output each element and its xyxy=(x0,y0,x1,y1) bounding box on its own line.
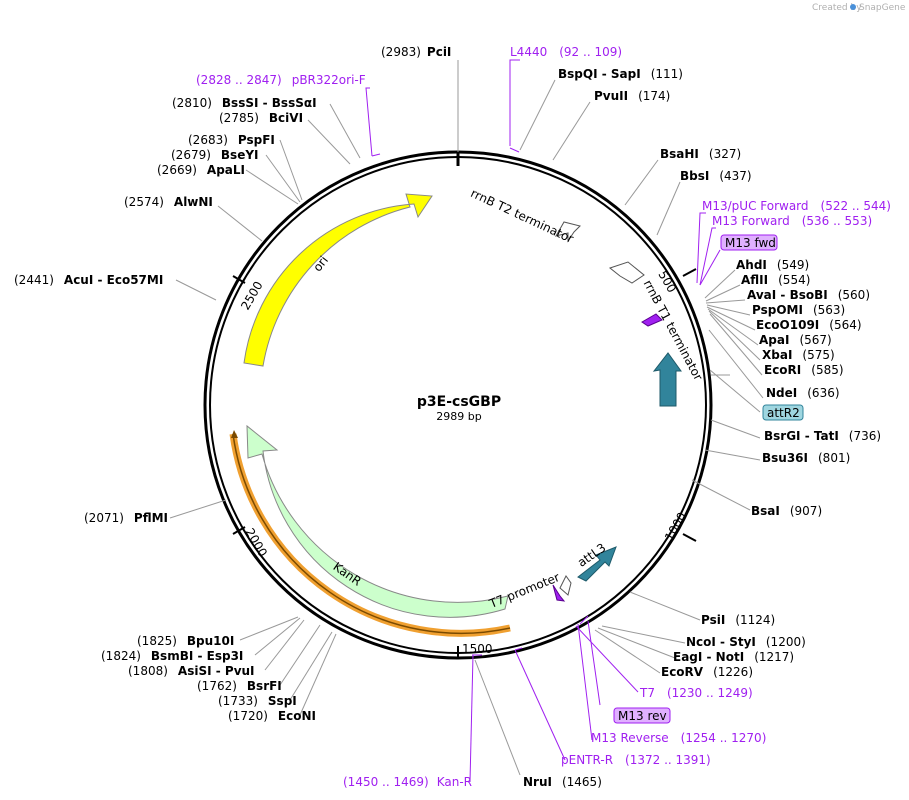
enzyme-econi[interactable]: (1720)EcoNI xyxy=(228,709,316,723)
enzyme-eagi-noti[interactable]: EagI - NotI(1217) xyxy=(673,650,794,664)
feature-rrnb-t1-terminator[interactable] xyxy=(608,261,645,284)
m13-rev-box-label: M13 rev xyxy=(618,709,667,723)
feature-ori[interactable] xyxy=(243,193,433,367)
enzyme-ecorv[interactable]: EcoRV(1226) xyxy=(661,665,753,679)
enzyme-asisi-pvui[interactable]: (1808)AsiSI - PvuI xyxy=(128,664,255,678)
feature-t7-promoter[interactable] xyxy=(559,575,572,596)
watermark-brand: SnapGene xyxy=(859,3,906,13)
plasmid-size: 2989 bp xyxy=(436,410,481,423)
plasmid-name: p3E-csGBP xyxy=(417,394,501,410)
boxed-labels: M13 fwd attR2 M13 rev xyxy=(613,234,804,724)
enzyme-bsu36i[interactable]: Bsu36I(801) xyxy=(762,451,850,465)
snapgene-watermark: Created by SnapGene xyxy=(812,3,906,13)
primer-l4440[interactable]: L4440(92 .. 109) xyxy=(510,45,622,59)
enzyme-bsrgi-tati[interactable]: BsrGI - TatI(736) xyxy=(764,429,881,443)
feature-t7-promoter-label: T7 promoter xyxy=(486,570,561,611)
enzyme-apai[interactable]: ApaI(567) xyxy=(759,333,832,347)
feature-attl3-label: attL3 xyxy=(575,540,609,569)
enzyme-bsrfi[interactable]: (1762)BsrFI xyxy=(197,679,282,693)
enzyme-xbai[interactable]: XbaI(575) xyxy=(762,348,835,362)
enzyme-bsssi[interactable]: (2810)BssSI - BssSαI xyxy=(172,96,317,110)
attr2-box-label: attR2 xyxy=(767,406,800,420)
enzyme-labels: (2983)PciI BspQI - SapI(111) PvuII(174) … xyxy=(14,45,881,789)
ruler-tick-2000 xyxy=(232,526,246,535)
enzyme-bsahi[interactable]: BsaHI(327) xyxy=(660,147,741,161)
enzyme-ndei[interactable]: NdeI(636) xyxy=(766,386,840,400)
snapgene-logo-icon xyxy=(850,4,856,10)
enzyme-ahdi[interactable]: AhdI(549) xyxy=(736,258,809,272)
primer-m13-reverse[interactable]: M13 Reverse(1254 .. 1270) xyxy=(591,731,766,745)
enzyme-bsmbi-esp3i[interactable]: (1824)BsmBI - Esp3I xyxy=(101,649,243,663)
primer-pentr-r[interactable]: pENTR-R(1372 .. 1391) xyxy=(561,753,711,767)
m13-rev-box[interactable]: M13 rev xyxy=(613,707,671,724)
feature-kanr[interactable] xyxy=(246,424,509,618)
enzyme-bsai[interactable]: BsaI(907) xyxy=(751,504,822,518)
primer-pbr322ori-f[interactable]: (2828 .. 2847)pBR322ori-F xyxy=(196,73,366,87)
watermark-created-by: Created by xyxy=(812,3,862,13)
enzyme-pspfi[interactable]: (2683)PspFI xyxy=(188,133,275,147)
feature-attr2[interactable] xyxy=(652,352,682,407)
enzyme-bcivi[interactable]: (2785)BciVI xyxy=(219,111,303,125)
enzyme-psii[interactable]: PsiI(1124) xyxy=(701,613,775,627)
enzyme-apali[interactable]: (2669)ApaLI xyxy=(157,163,245,177)
enzyme-nrui[interactable]: NruI(1465) xyxy=(523,775,602,789)
enzyme-aflii[interactable]: AflII(554) xyxy=(741,273,810,287)
enzyme-pflmi[interactable]: (2071)PflMI xyxy=(84,511,168,525)
enzyme-bpu10i[interactable]: (1825)Bpu10I xyxy=(137,634,234,648)
m13-fwd-box-label: M13 fwd xyxy=(725,236,776,250)
enzyme-bbsi[interactable]: BbsI(437) xyxy=(680,169,752,183)
feature-rrnb-t2-label: rrnB T2 terminator xyxy=(468,186,575,246)
enzyme-ecoo109i[interactable]: EcoO109I(564) xyxy=(756,318,862,332)
enzyme-pcii[interactable]: (2983)PciI xyxy=(381,45,451,59)
enzyme-pvuii[interactable]: PvuII(174) xyxy=(594,89,670,103)
enzyme-avai-bsobi[interactable]: AvaI - BsoBI(560) xyxy=(747,288,870,302)
feature-rrnb-t2-terminator[interactable] xyxy=(554,221,581,243)
enzyme-alwni[interactable]: (2574)AlwNI xyxy=(124,195,213,209)
enzyme-acui-eco57mi[interactable]: (2441)AcuI - Eco57MI xyxy=(14,273,163,287)
primer-m13-fwd-mark xyxy=(641,313,663,327)
enzyme-pspomi[interactable]: PspOMI(563) xyxy=(752,303,845,317)
ruler-tick-2500 xyxy=(232,275,246,284)
enzyme-ncoi-styi[interactable]: NcoI - StyI(1200) xyxy=(686,635,806,649)
enzyme-leaders xyxy=(169,60,764,776)
primer-kan-r-arc xyxy=(232,433,511,635)
enzyme-ecori[interactable]: EcoRI(585) xyxy=(764,363,844,377)
enzyme-bspqi-sapi[interactable]: BspQI - SapI(111) xyxy=(558,67,683,81)
primer-labels: L4440(92 .. 109) (2828 .. 2847)pBR322ori… xyxy=(196,45,891,789)
m13-fwd-box[interactable]: M13 fwd xyxy=(720,234,778,251)
primer-leaders xyxy=(365,59,721,783)
primer-t7[interactable]: T7(1230 .. 1249) xyxy=(639,686,753,700)
primer-t7-mark xyxy=(552,584,566,602)
plasmid-title: p3E-csGBP 2989 bp xyxy=(417,394,501,423)
primer-kan-r[interactable]: (1450 .. 1469)Kan-R xyxy=(343,775,472,789)
ruler-label-1000: 1000 xyxy=(662,510,689,543)
ruler-label-1500: 1500 xyxy=(462,642,493,656)
primer-kan-r-arrowhead xyxy=(231,430,238,438)
attr2-box[interactable]: attR2 xyxy=(762,404,804,421)
feature-attl3[interactable] xyxy=(577,546,617,582)
enzyme-sspi[interactable]: (1733)SspI xyxy=(218,694,297,708)
primer-m13-forward[interactable]: M13 Forward(536 .. 553) xyxy=(712,214,872,228)
primer-m13-puc-forward[interactable]: M13/pUC Forward(522 .. 544) xyxy=(702,199,891,213)
ruler-tick-1000 xyxy=(682,533,697,542)
ruler-tick-500 xyxy=(682,268,697,277)
ruler: 500 1000 1500 2000 2500 xyxy=(232,268,697,659)
enzyme-bseyi[interactable]: (2679)BseYI xyxy=(171,148,259,162)
